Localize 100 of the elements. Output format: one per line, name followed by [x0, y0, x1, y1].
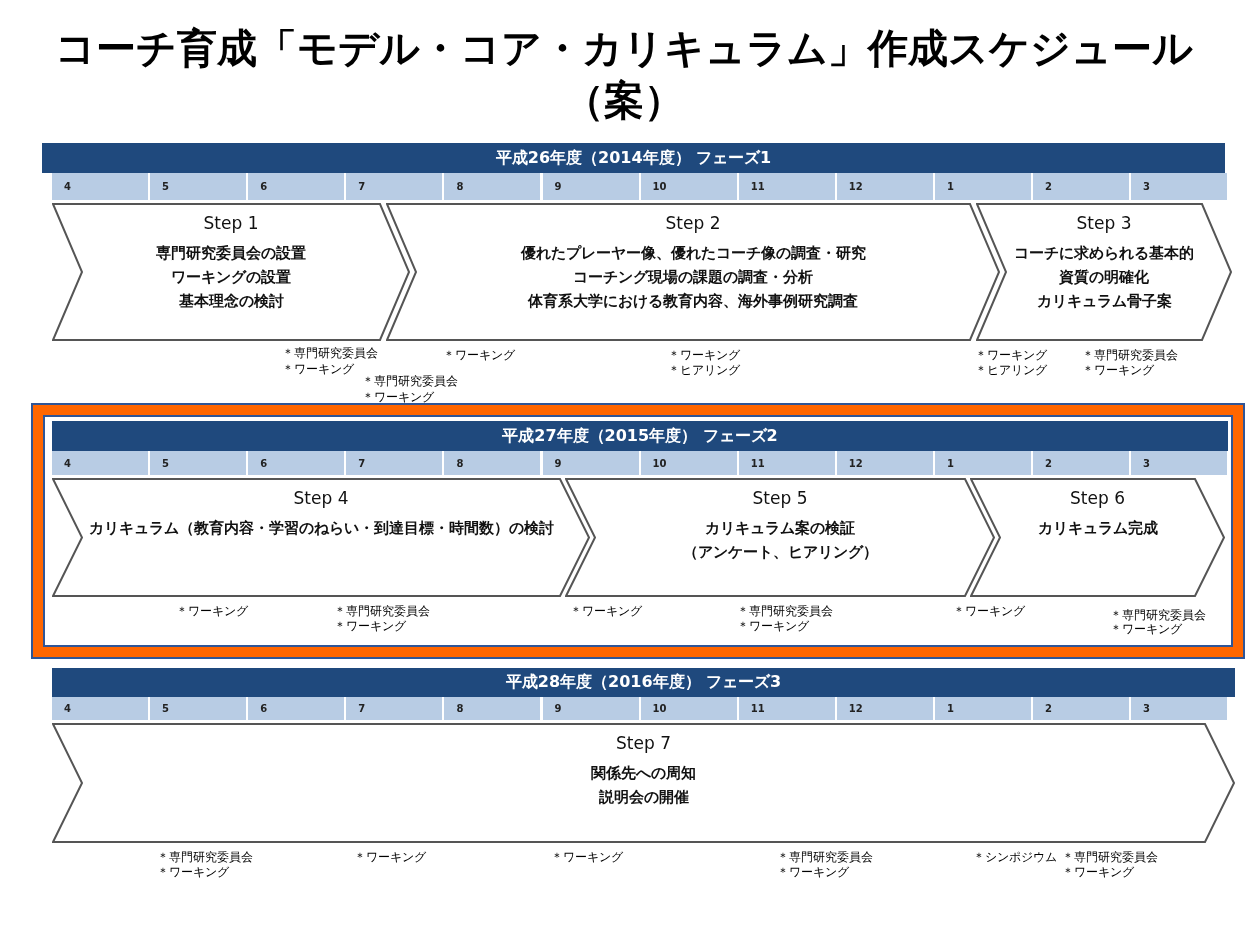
- step-text: 説明会の開催: [598, 787, 689, 808]
- note-text: ＊ワーキング: [737, 619, 809, 633]
- month-cell: 4: [52, 451, 150, 475]
- month-cell: 8: [444, 697, 543, 720]
- note-text: ＊ワーキング: [362, 390, 434, 404]
- month-cell: 6: [248, 697, 347, 720]
- step-text: カリキュラム（教育内容・学習のねらい・到達目標・時間数）の検討: [88, 518, 554, 539]
- step-banner: [565, 478, 995, 597]
- step-text: （アンケート、ヒアリング）: [682, 542, 878, 563]
- month-cell: 5: [150, 173, 249, 200]
- month-cell: 5: [150, 451, 249, 475]
- step-heading: Step 2: [665, 213, 721, 233]
- step-text: コーチング現場の課題の調査・分析: [573, 267, 813, 288]
- step-text: 専門研究委員会の設置: [156, 243, 306, 264]
- step-text: ワーキングの設置: [171, 267, 291, 288]
- step-banner: [52, 203, 410, 341]
- month-cell: 1: [934, 451, 1033, 475]
- month-cell: 4: [52, 697, 150, 720]
- step-text: カリキュラム案の検証: [705, 518, 855, 539]
- month-cell: 8: [444, 451, 543, 475]
- note-text: ＊ワーキング: [1062, 865, 1134, 879]
- step-text: コーチに求められる基本的資質の明確化: [1013, 243, 1195, 288]
- phase-title: 平成27年度（2015年度） フェーズ2: [502, 425, 778, 447]
- month-cell: 6: [248, 173, 347, 200]
- note-text: ＊ワーキング: [176, 604, 248, 618]
- month-cell: 9: [542, 697, 641, 720]
- month-cell: 3: [1131, 697, 1230, 720]
- month-cell: 7: [346, 697, 445, 720]
- note-text: ＊専門研究委員会: [777, 850, 873, 864]
- note-text: ＊ワーキング: [157, 865, 229, 879]
- note-text: ＊ヒアリング: [975, 363, 1047, 377]
- step-text: 体育系大学における教育内容、海外事例研究調査: [528, 291, 858, 312]
- step-heading: Step 3: [1076, 213, 1132, 233]
- step-heading: Step 7: [616, 733, 671, 753]
- note-text: ＊ワーキング: [443, 348, 515, 362]
- step-text: 基本理念の検討: [178, 291, 284, 312]
- highlight-frame: [33, 405, 1243, 657]
- step-text: 関係先への周知: [591, 763, 696, 784]
- note-text: ＊ワーキング: [953, 604, 1025, 618]
- phase-title: 平成26年度（2014年度） フェーズ1: [495, 147, 772, 169]
- note-text: ＊専門研究委員会: [282, 346, 378, 360]
- note-text: ＊専門研究委員会: [1082, 348, 1178, 362]
- month-cell: 10: [640, 173, 739, 200]
- note-text: ＊ワーキング: [1110, 622, 1182, 636]
- note-text: ＊ワーキング: [1082, 363, 1154, 377]
- month-cell: 11: [738, 451, 837, 475]
- month-cell: 3: [1131, 173, 1230, 200]
- note-text: ＊ワーキング: [975, 348, 1047, 362]
- note-text: ＊専門研究委員会: [157, 850, 253, 864]
- note-text: ＊ワーキング: [668, 348, 740, 362]
- month-cell: 8: [444, 173, 543, 200]
- month-cell: 10: [640, 451, 739, 475]
- step-text: 優れたプレーヤー像、優れたコーチ像の調査・研究: [520, 243, 866, 264]
- step-text: カリキュラム骨子案: [1036, 291, 1172, 312]
- step-text: カリキュラム完成: [1037, 518, 1158, 539]
- month-cell: 5: [150, 697, 249, 720]
- step-banner: [52, 723, 1235, 843]
- note-text: ＊ワーキング: [354, 850, 426, 864]
- month-cell: 9: [542, 451, 641, 475]
- month-cell: 6: [248, 451, 347, 475]
- note-text: ＊ワーキング: [777, 865, 849, 879]
- note-text: ＊専門研究委員会: [737, 604, 833, 618]
- month-cell: 7: [346, 451, 445, 475]
- month-cell: 12: [836, 173, 935, 200]
- note-text: ＊専門研究委員会: [1110, 608, 1206, 622]
- month-cell: 12: [836, 697, 935, 720]
- note-text: ＊専門研究委員会: [362, 374, 458, 388]
- month-cell: 4: [52, 173, 150, 200]
- month-cell: 1: [934, 697, 1033, 720]
- note-text: ＊ワーキング: [334, 619, 406, 633]
- phase-header-bar: [42, 143, 1225, 173]
- note-text: ＊ワーキング: [282, 362, 354, 376]
- month-cell: 7: [346, 173, 445, 200]
- note-text: ＊専門研究委員会: [1062, 850, 1158, 864]
- month-cell: 1: [934, 173, 1033, 200]
- note-text: ＊ワーキング: [551, 850, 623, 864]
- phase-header-bar: [52, 668, 1235, 697]
- note-text: ＊専門研究委員会: [334, 604, 430, 618]
- month-cell: 9: [542, 173, 641, 200]
- phase-title: 平成28年度（2016年度） フェーズ3: [505, 672, 782, 693]
- step-heading: Step 5: [752, 488, 808, 508]
- step-banner: [52, 478, 590, 597]
- note-text: ＊シンポジウム: [973, 850, 1057, 864]
- month-cell: 2: [1033, 697, 1131, 720]
- month-cell: 2: [1033, 451, 1131, 475]
- note-text: ＊ヒアリング: [668, 363, 740, 377]
- note-text: ＊ワーキング: [570, 604, 642, 618]
- step-heading: Step 4: [293, 488, 349, 508]
- month-cell: 11: [738, 173, 837, 200]
- phase-header-bar: [52, 421, 1228, 451]
- month-cell: 12: [836, 451, 935, 475]
- title: コーチ育成「モデル・コア・カリキュラム」作成スケジュール（案）: [54, 24, 1194, 125]
- month-cell: 2: [1033, 173, 1131, 200]
- step-heading: Step 6: [1070, 488, 1125, 508]
- step-banner: [976, 203, 1232, 341]
- step-heading: Step 1: [203, 213, 259, 233]
- month-cell: 10: [640, 697, 739, 720]
- month-cell: 3: [1131, 451, 1230, 475]
- step-banner: [970, 478, 1225, 597]
- month-cell: 11: [738, 697, 837, 720]
